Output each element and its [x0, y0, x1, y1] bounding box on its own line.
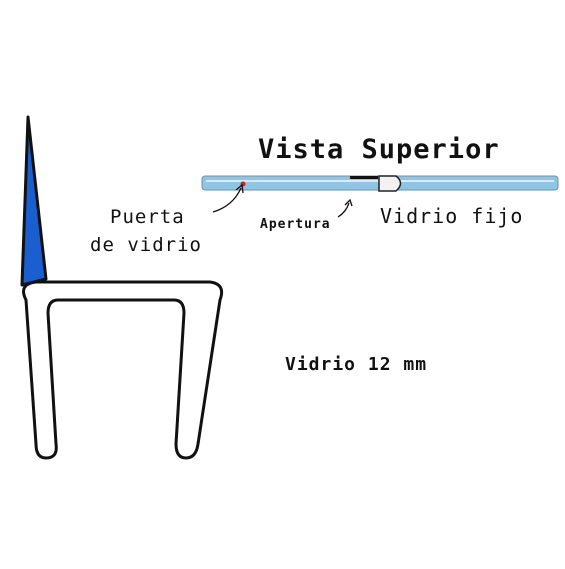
fixed-glass-seal-clip	[378, 175, 402, 192]
opening-leader-arrowhead	[344, 198, 353, 207]
door-leader-arrowhead	[235, 183, 244, 194]
opening-label: Apertura	[260, 217, 331, 232]
seal-fin	[20, 115, 48, 287]
glass-door-label-line2: de vidrio	[90, 234, 202, 256]
door-leader-arrow	[212, 187, 242, 213]
glass-door-label-line1: Puerta	[110, 206, 185, 228]
u-channel-profile	[22, 280, 224, 460]
fixed-glass-label: Vidrio fijo	[380, 204, 524, 228]
door-seal-segment	[350, 176, 378, 179]
diagram-title: Vista Superior	[258, 134, 500, 165]
glass-thickness-label: Vidrio 12 mm	[285, 354, 428, 375]
opening-leader-arrow	[337, 202, 350, 218]
